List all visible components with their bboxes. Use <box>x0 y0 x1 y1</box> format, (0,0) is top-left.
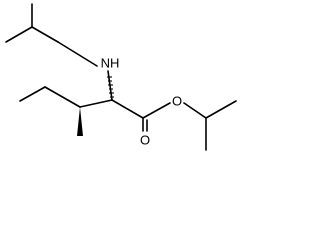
bond-beta-to-alpha-carbon <box>79 99 113 108</box>
bond-ester-oxygen-to-ch <box>183 102 207 119</box>
bond-ch-to-nitrogen <box>57 41 98 67</box>
bond-carbonyl-to-ester-oxygen <box>142 102 171 119</box>
bond-ethyl-to-beta-carbon <box>44 86 81 108</box>
bond-alpha-to-carbonyl-carbon <box>111 99 144 119</box>
n-isopropyl-group <box>5 3 98 67</box>
bond-ch-to-methyl-top <box>31 26 59 43</box>
bond-ch-to-methyl-right <box>205 100 237 119</box>
carbonyl-double-bond <box>142 117 148 132</box>
hashed-bond-nitrogen <box>107 76 114 98</box>
o-isopropyl-group <box>205 100 237 151</box>
carbonyl-oxygen-label: O <box>140 133 150 148</box>
chemical-structure-diagram: NH O O <box>5 3 237 151</box>
carbon-backbone <box>19 86 144 119</box>
bond-methyl-to-ch-top-left <box>5 26 33 43</box>
wedge-bond-methyl <box>77 107 83 136</box>
ester-oxygen-label: O <box>172 94 182 109</box>
bond-ethyl-terminal <box>19 86 46 102</box>
nitrogen-label: NH <box>101 56 120 71</box>
